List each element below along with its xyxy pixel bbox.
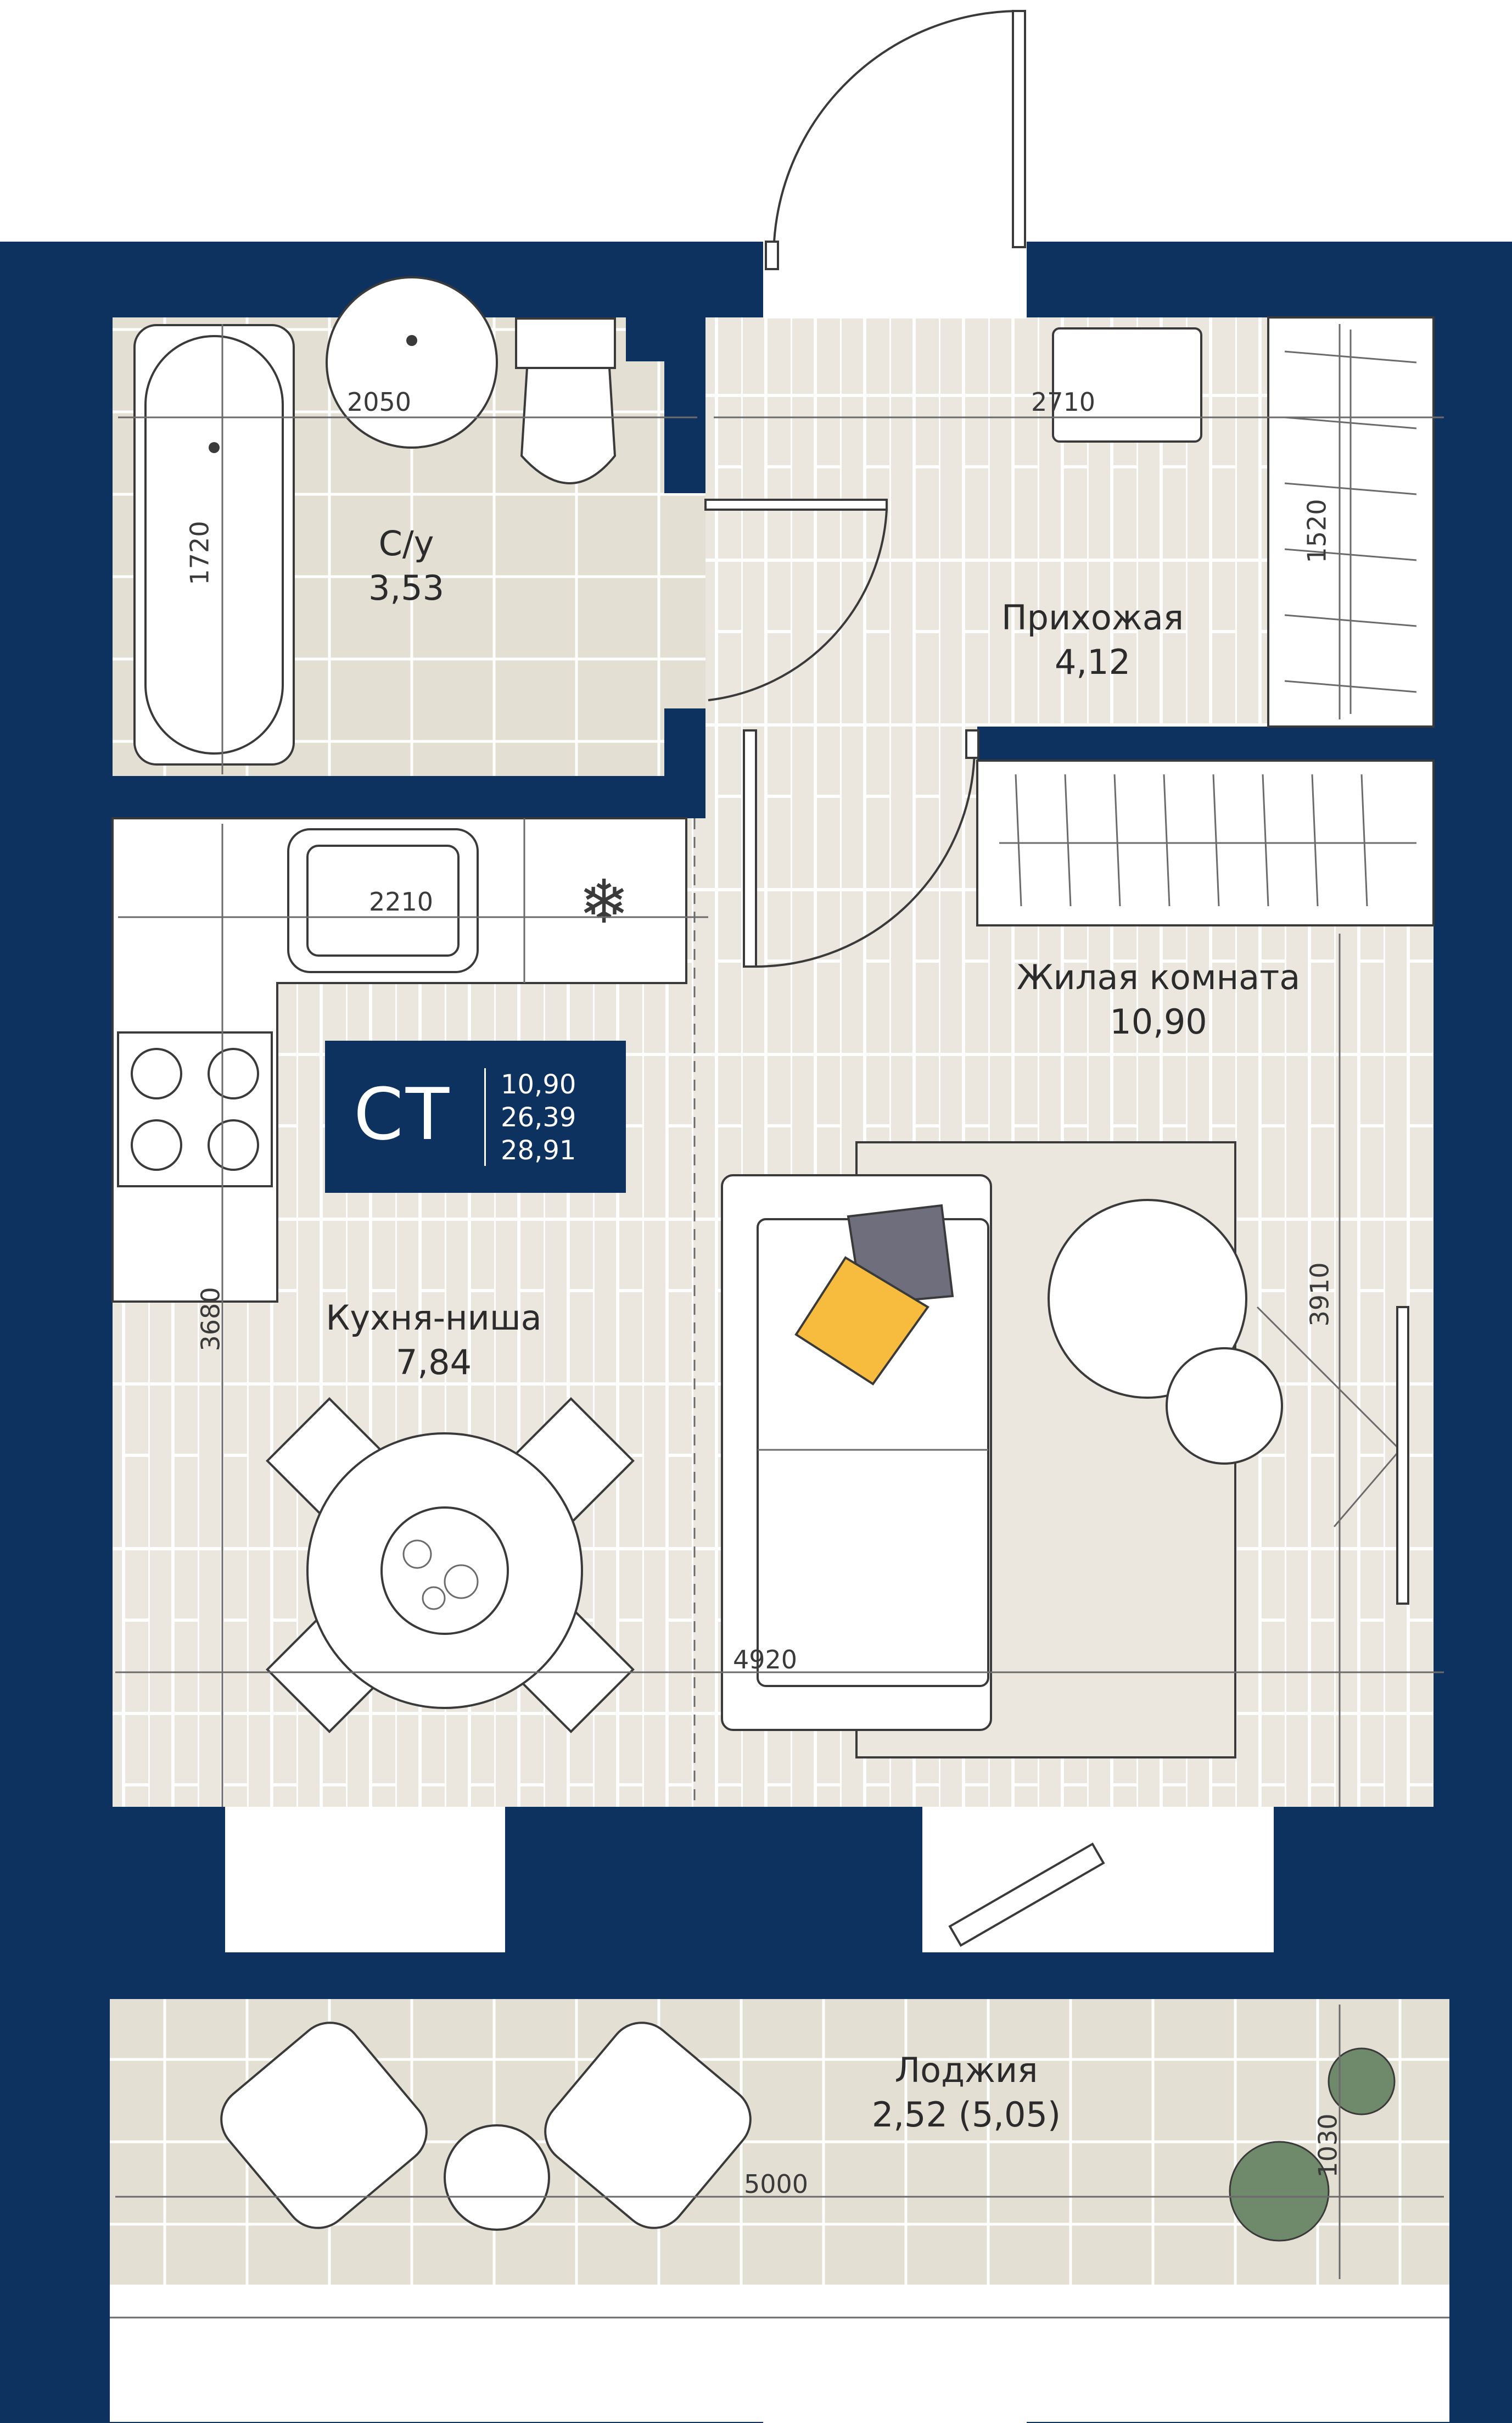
hallway-bench bbox=[1052, 327, 1202, 443]
dim-kitchen-top: 2210 bbox=[369, 887, 434, 917]
living-furniture bbox=[721, 1141, 1409, 1758]
entrance-door[interactable] bbox=[763, 10, 1027, 319]
dim-living-height: 3910 bbox=[1304, 1262, 1335, 1327]
area-total-no-loggia: 26,39 bbox=[501, 1102, 576, 1133]
dim-kitchen-height: 3680 bbox=[195, 1287, 226, 1352]
toilet-bowl bbox=[520, 367, 617, 484]
living-area: 10,90 bbox=[1110, 1001, 1207, 1042]
loggia-name: Лоджия bbox=[894, 2050, 1038, 2090]
area-total: 28,91 bbox=[501, 1135, 576, 1166]
loggia-door bbox=[948, 1842, 1105, 1947]
hallway-wardrobe bbox=[1052, 316, 1435, 728]
inner-walls bbox=[0, 317, 1433, 1999]
loggia-armchair-right bbox=[544, 2022, 752, 2229]
dim-bath-width: 2050 bbox=[347, 387, 412, 417]
dim-bath-height: 1720 bbox=[184, 521, 215, 585]
balcony-door-frame bbox=[1396, 1306, 1409, 1605]
living-name: Жилая комната bbox=[1016, 957, 1301, 997]
kitchen-furniture: ❄ bbox=[111, 817, 687, 1303]
living-label: Жилая комната 10,90 bbox=[966, 956, 1351, 1044]
apartment-areas: 10,90 26,39 28,91 bbox=[501, 1068, 576, 1167]
bathroom-fixtures bbox=[133, 276, 664, 766]
plant-small bbox=[1328, 2047, 1396, 2115]
hallway-label: Прихожая 4,12 bbox=[955, 596, 1230, 684]
loggia-area: 2,52 (5,05) bbox=[871, 2094, 1061, 2135]
hallway-name: Прихожая bbox=[1001, 598, 1184, 638]
area-living: 10,90 bbox=[501, 1069, 576, 1100]
dining-set bbox=[266, 1397, 635, 1733]
dim-hall-width: 2710 bbox=[1031, 387, 1096, 417]
bathroom-area: 3,53 bbox=[368, 567, 445, 608]
kitchen-area: 7,84 bbox=[395, 1342, 472, 1382]
yellow-cushion bbox=[794, 1256, 929, 1386]
apartment-badge: СТ 10,90 26,39 28,91 bbox=[325, 1041, 626, 1193]
dimension-lines bbox=[115, 324, 1444, 2279]
armchair-round bbox=[1048, 1199, 1247, 1399]
dim-main-width: 4920 bbox=[733, 1645, 798, 1674]
bathroom-label: С/у 3,53 bbox=[340, 522, 472, 610]
loggia-label: Лоджия 2,52 (5,05) bbox=[813, 2048, 1120, 2137]
dim-loggia-height: 1030 bbox=[1313, 2113, 1343, 2178]
bathroom-name: С/у bbox=[378, 523, 434, 563]
side-table bbox=[1166, 1347, 1283, 1465]
loggia-armchair-left bbox=[220, 2022, 428, 2229]
dim-loggia-width: 5000 bbox=[744, 2169, 809, 2199]
loggia-furniture bbox=[110, 1842, 1449, 2422]
living-door[interactable] bbox=[743, 729, 979, 968]
plant-large bbox=[1229, 2141, 1330, 2242]
fridge-icon: ❄ bbox=[579, 867, 629, 937]
dim-hall-height: 1520 bbox=[1302, 499, 1332, 563]
toilet-tank bbox=[515, 317, 616, 369]
apartment-type-code: СТ bbox=[354, 1073, 452, 1156]
kitchen-name: Кухня-ниша bbox=[326, 1298, 542, 1338]
badge-divider bbox=[484, 1068, 486, 1166]
loggia-table bbox=[444, 2124, 550, 2231]
living-wardrobe bbox=[976, 760, 1435, 926]
washbasin bbox=[326, 276, 498, 449]
kitchen-label: Кухня-ниша 7,84 bbox=[285, 1296, 582, 1384]
hallway-area: 4,12 bbox=[1054, 641, 1131, 682]
bathroom-door[interactable] bbox=[704, 499, 888, 701]
